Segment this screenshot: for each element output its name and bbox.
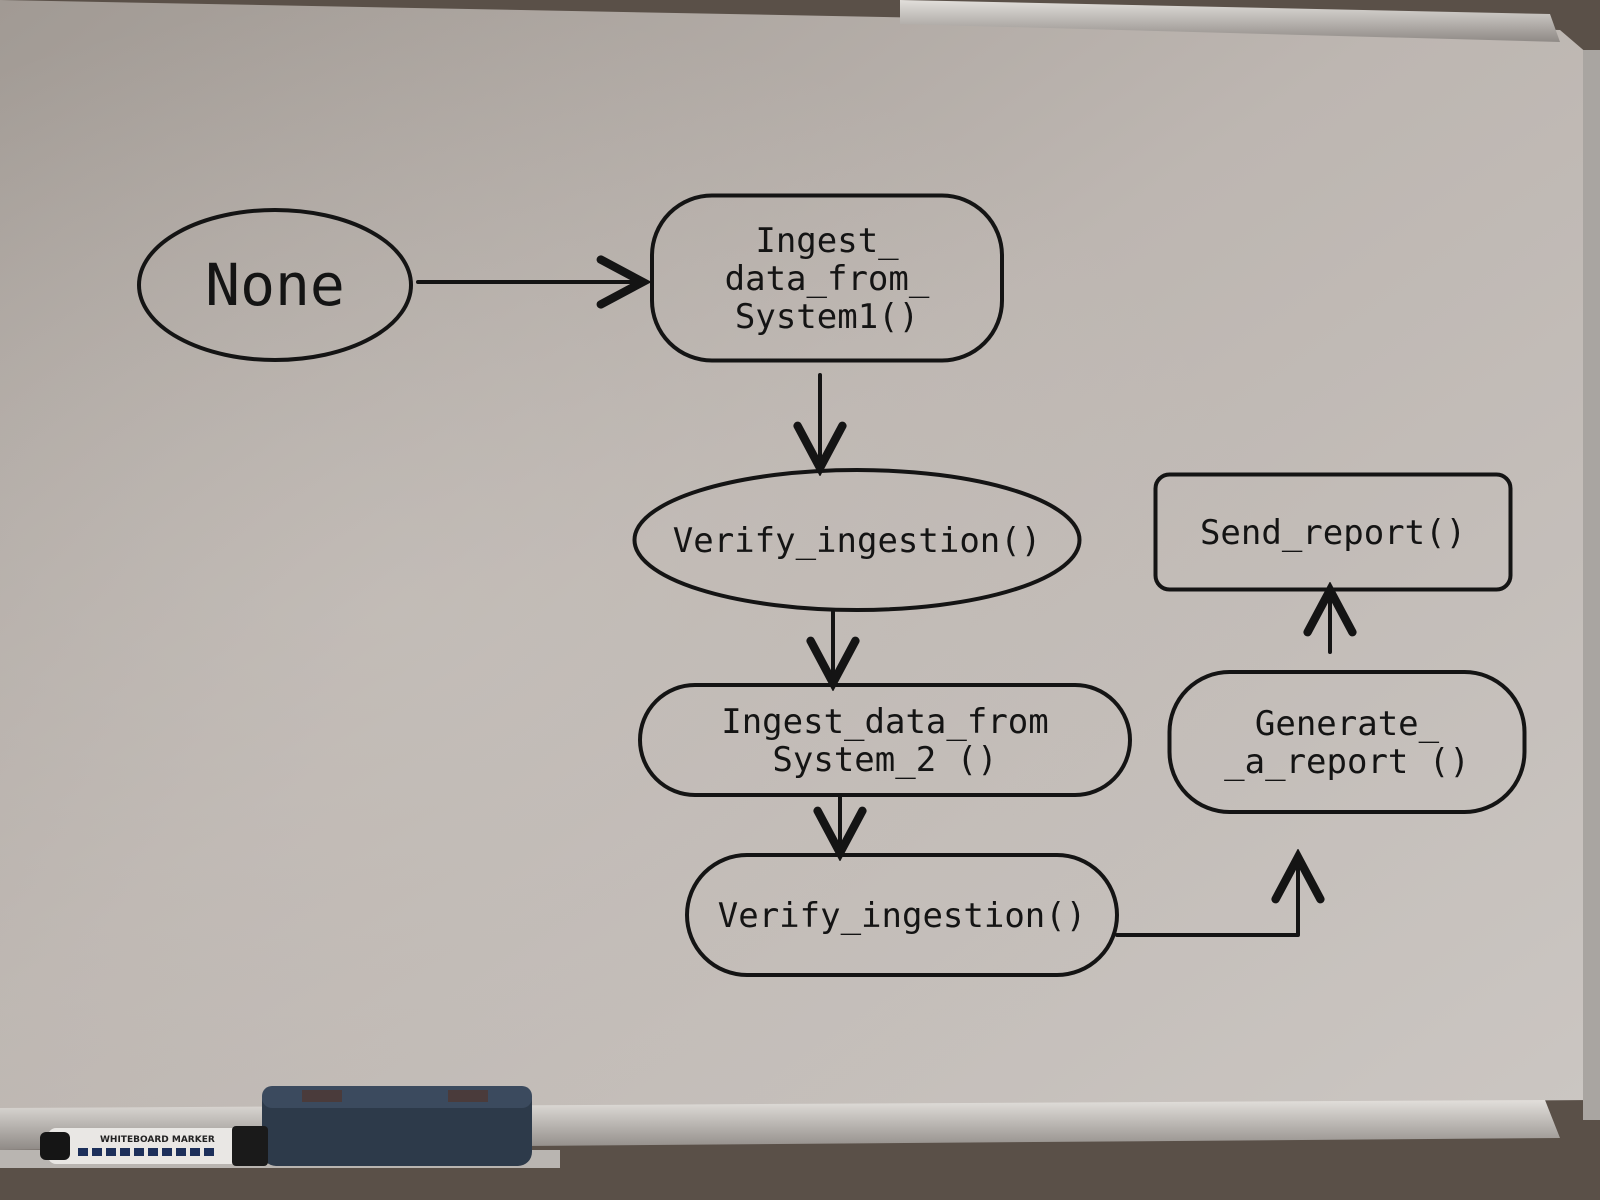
- node-shape-verify2: [685, 853, 1119, 977]
- node-label-generate-1: _a_report (): [1224, 742, 1470, 782]
- node-label-send-0: Send_report(): [1200, 513, 1466, 553]
- node-label-none-0: None: [205, 251, 345, 319]
- board-frame-right: [1583, 50, 1600, 1120]
- node-generate: Generate__a_report (): [1167, 670, 1527, 814]
- node-shape-ingest2: [638, 683, 1132, 797]
- node-label-ingest2-0: Ingest_data_from: [721, 702, 1049, 742]
- node-shape-verify1: [632, 468, 1082, 612]
- flow-diagram: None Ingest_data_from_System1() Verify_ing…: [137, 193, 1527, 977]
- node-label-ingest1-0: Ingest_: [755, 221, 899, 261]
- node-label-ingest1-1: data_from_: [725, 259, 930, 299]
- node-shape-generate: [1167, 670, 1527, 814]
- marker-icon[interactable]: WHITEBOARD MARKER: [40, 1126, 268, 1166]
- node-label-generate-0: Generate_: [1255, 704, 1440, 744]
- marker-label: WHITEBOARD MARKER: [100, 1135, 215, 1145]
- node-none: None: [137, 208, 413, 362]
- node-label-ingest2-1: System_2 (): [772, 740, 997, 780]
- node-shape-ingest1: [650, 193, 1004, 363]
- node-ingest1: Ingest_data_from_System1(): [650, 193, 1004, 363]
- eraser-icon[interactable]: [262, 1086, 532, 1166]
- board-glare: [0, 0, 1595, 1112]
- node-shape-none: [137, 208, 413, 362]
- node-label-verify2-0: Verify_ingestion(): [718, 896, 1086, 936]
- board-frame-top: [900, 0, 1560, 42]
- node-send: Send_report(): [1153, 472, 1513, 592]
- node-verify2: Verify_ingestion(): [685, 853, 1119, 977]
- edge-verify2-to-generate: [1115, 860, 1298, 937]
- node-verify1: Verify_ingestion(): [632, 468, 1082, 612]
- node-label-verify1-0: Verify_ingestion(): [673, 521, 1041, 561]
- node-label-ingest1-2: System1(): [735, 297, 919, 337]
